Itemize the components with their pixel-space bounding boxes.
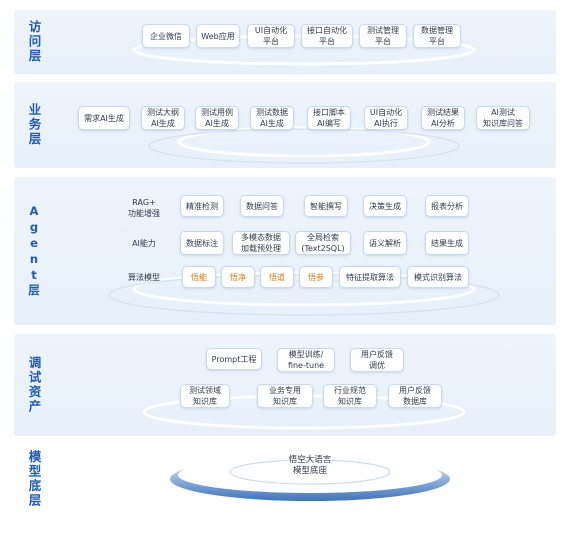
agent-algo-item-5[interactable]: 模式识别算法	[407, 266, 469, 288]
business-layer: 业务层 需求AI生成 测试大纲 AI生成 测试用例 AI生成 测试数据 AI生成…	[14, 82, 556, 168]
business-layer-arc	[148, 126, 460, 164]
agent-algo-item-0[interactable]: 悟能	[182, 266, 216, 288]
access-item-5[interactable]: 数据管理 平台	[413, 24, 461, 48]
agent-rag-item-0[interactable]: 精准检测	[180, 195, 224, 217]
agent-row-label-algo: 算法模型	[128, 273, 160, 282]
agent-ai-item-4[interactable]: 结果生成	[425, 231, 469, 255]
business-item-1[interactable]: 测试大纲 AI生成	[141, 106, 185, 130]
model-layer-label: 模型底层	[26, 450, 42, 508]
access-layer-label: 访问层	[26, 20, 42, 64]
debug-top-item-0[interactable]: Prompt工程	[206, 348, 262, 370]
access-item-3[interactable]: 接口自动化 平台	[301, 24, 353, 48]
debug-bottom-item-1[interactable]: 业务专用 知识库	[257, 384, 313, 408]
access-layer: 访问层 企业微信 Web应用 UI自动化 平台 接口自动化 平台 测试管理 平台…	[14, 10, 556, 74]
model-layer: 模型底层 悟空大语言 模型底座	[14, 445, 556, 513]
agent-ai-item-2[interactable]: 全局检索 (Text2SQL)	[295, 231, 351, 255]
access-item-2[interactable]: UI自动化 平台	[247, 24, 295, 48]
agent-ai-item-0[interactable]: 数据标注	[180, 231, 224, 255]
business-item-4[interactable]: 接口脚本 AI编写	[307, 106, 351, 130]
business-item-2[interactable]: 测试用例 AI生成	[195, 106, 239, 130]
debug-bottom-item-0[interactable]: 测试领域 知识库	[180, 384, 230, 408]
agent-rag-item-3[interactable]: 决策生成	[363, 195, 407, 217]
business-layer-label: 业务层	[26, 103, 42, 147]
access-item-1[interactable]: Web应用	[196, 24, 240, 48]
agent-rag-item-2[interactable]: 智能撰写	[304, 195, 348, 217]
agent-row-label-rag: RAG+ 功能增强	[128, 198, 160, 218]
model-base-disc	[170, 457, 450, 501]
business-item-5[interactable]: UI自动化 AI执行	[364, 106, 408, 130]
agent-layer: Agent层 RAG+ 功能增强 精准检测 数据问答 智能撰写 决策生成 报表分…	[14, 177, 556, 325]
debug-top-item-1[interactable]: 模型训练/ fine-tune	[277, 348, 335, 372]
agent-rag-item-4[interactable]: 报表分析	[425, 195, 469, 217]
agent-algo-item-2[interactable]: 悟道	[260, 266, 294, 288]
agent-row-label-ai: AI能力	[132, 239, 156, 248]
business-item-7[interactable]: AI测试 知识库问答	[476, 106, 530, 130]
business-item-0[interactable]: 需求AI生成	[78, 106, 130, 130]
business-item-6[interactable]: 测试结果 AI分析	[421, 106, 465, 130]
debug-bottom-item-2[interactable]: 行业规范 知识库	[323, 384, 377, 408]
access-item-4[interactable]: 测试管理 平台	[359, 24, 407, 48]
agent-layer-label: Agent层	[27, 204, 41, 298]
agent-ai-item-1[interactable]: 多模态数据 加载预处理	[232, 231, 290, 255]
agent-rag-item-1[interactable]: 数据问答	[240, 195, 284, 217]
debug-layer-label: 调试资产	[26, 356, 42, 414]
debug-bottom-item-3[interactable]: 用户反馈 数据库	[388, 384, 442, 408]
model-base-center[interactable]: 悟空大语言 模型底座	[288, 455, 332, 476]
debug-top-item-2[interactable]: 用户反馈 调优	[350, 348, 404, 372]
agent-algo-item-4[interactable]: 特征提取算法	[339, 266, 401, 288]
agent-algo-item-1[interactable]: 悟净	[221, 266, 255, 288]
agent-algo-item-3[interactable]: 悟参	[299, 266, 333, 288]
agent-ai-item-3[interactable]: 语义解析	[363, 231, 407, 255]
debug-layer: 调试资产 Prompt工程 模型训练/ fine-tune 用户反馈 调优 测试…	[14, 334, 556, 436]
access-item-0[interactable]: 企业微信	[142, 24, 190, 48]
business-item-3[interactable]: 测试数据 AI生成	[250, 106, 294, 130]
